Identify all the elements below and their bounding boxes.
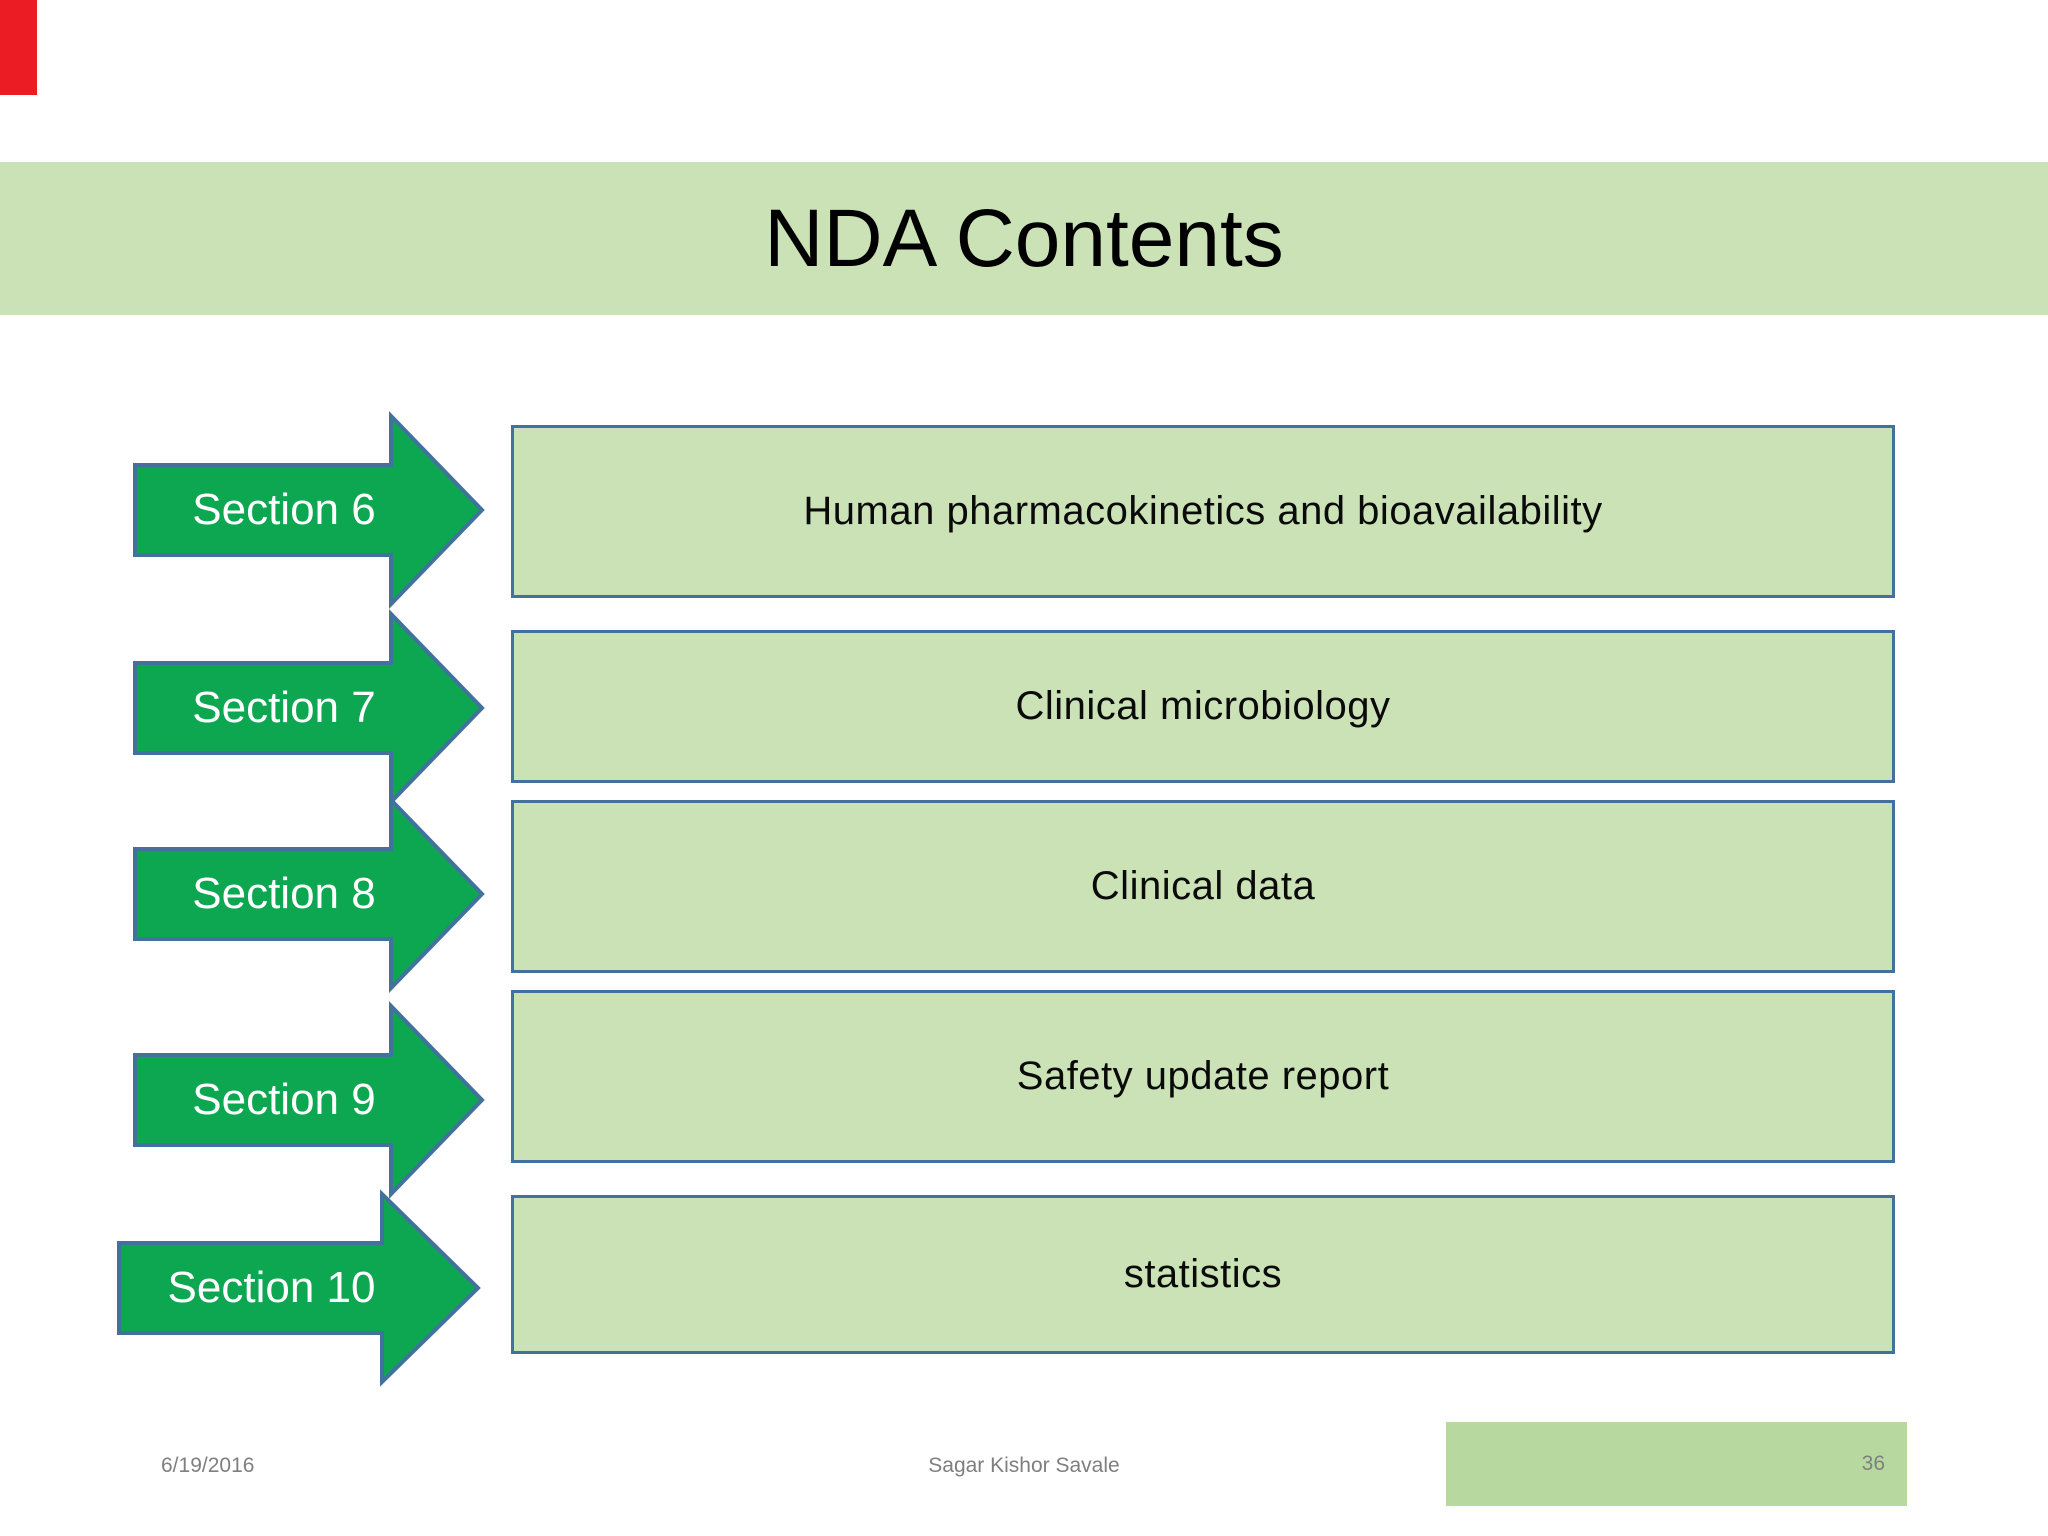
red-corner-marker <box>0 0 37 95</box>
section-arrow <box>133 795 485 993</box>
footer-accent-box: 36 <box>1446 1422 1907 1506</box>
content-box: Clinical data <box>511 800 1895 973</box>
footer-date: 6/19/2016 <box>161 1454 255 1477</box>
section-arrow-shape <box>133 411 485 609</box>
footer-author: Sagar Kishor Savale <box>928 1454 1120 1477</box>
section-arrow-label: Section 9 <box>192 1075 376 1124</box>
section-arrow-label: Section 10 <box>167 1263 376 1312</box>
content-box: Safety update report <box>511 990 1895 1163</box>
content-box: Human pharmacokinetics and bioavailabili… <box>511 425 1895 598</box>
section-arrow-label: Section 6 <box>192 485 376 534</box>
page-number: 36 <box>1861 1452 1885 1475</box>
section-arrow-label: Section 8 <box>192 869 376 918</box>
section-arrow <box>133 411 485 609</box>
content-box-text: Clinical data <box>1090 864 1316 908</box>
section-arrow <box>133 1001 485 1199</box>
content-box-text: Safety update report <box>1016 1054 1390 1098</box>
content-box-text: statistics <box>1123 1252 1283 1296</box>
section-arrow <box>117 1189 481 1387</box>
content-box: Clinical microbiology <box>511 630 1895 783</box>
section-arrow <box>133 609 485 807</box>
section-arrow-shape <box>117 1189 481 1387</box>
section-arrow-shape <box>133 795 485 993</box>
section-arrow-shape <box>133 609 485 807</box>
title-band: NDA Contents <box>0 162 2048 315</box>
content-box-text: Human pharmacokinetics and bioavailabili… <box>803 489 1603 533</box>
slide-title: NDA Contents <box>764 192 1284 284</box>
content-box: statistics <box>511 1195 1895 1354</box>
section-arrow-shape <box>133 1001 485 1199</box>
section-arrow-label: Section 7 <box>192 683 376 732</box>
content-box-text: Clinical microbiology <box>1015 684 1391 728</box>
